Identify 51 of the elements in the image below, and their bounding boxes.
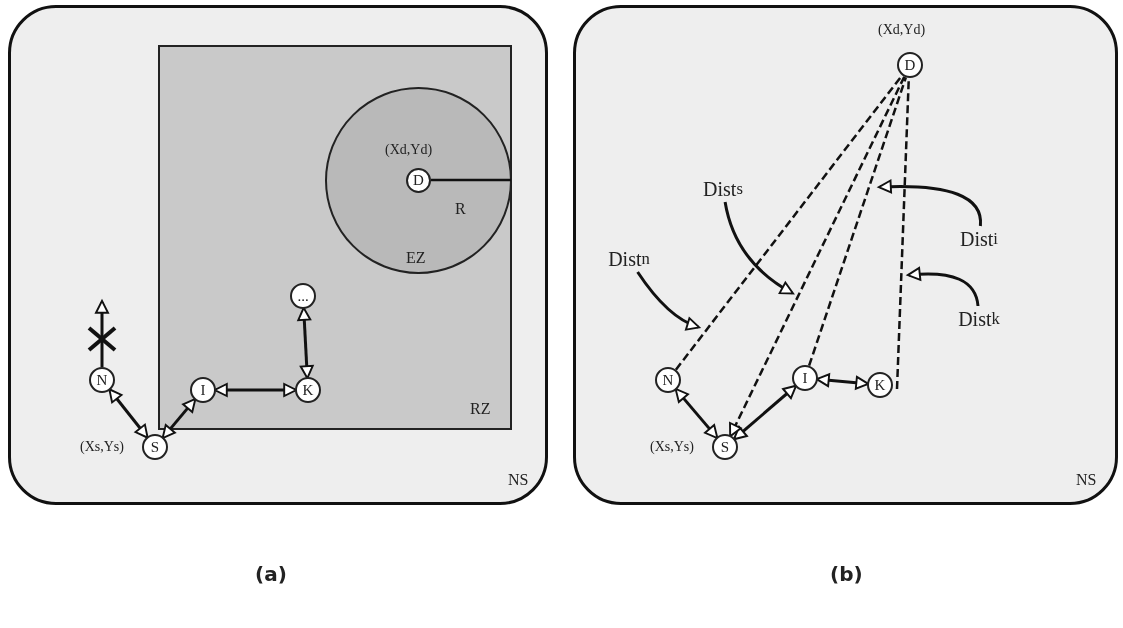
node-label: I [200, 381, 206, 399]
coordinate-label: (Xs,Ys) [650, 439, 694, 455]
node-label: D [904, 56, 916, 74]
node-circle [406, 168, 431, 193]
network-space-panel [573, 5, 1118, 505]
node-label: K [874, 376, 886, 394]
node-circle [897, 52, 923, 78]
arrow [108, 388, 149, 439]
node-label: N [662, 371, 674, 389]
arrow [297, 306, 314, 380]
arrow [815, 373, 870, 390]
node-circle [655, 367, 681, 393]
node-circle [89, 367, 115, 393]
radius-label: R [455, 200, 466, 218]
dashed-line [729, 76, 906, 438]
node-circle [190, 377, 216, 403]
node-label: I [802, 369, 808, 387]
node-label: S [150, 438, 160, 456]
node-label: S [720, 438, 730, 456]
node-circle [142, 434, 168, 460]
zone-label: RZ [470, 400, 491, 418]
node-label: ... [297, 287, 309, 305]
node-label: K [302, 381, 314, 399]
zone-label: NS [508, 471, 529, 489]
leader-line [723, 201, 794, 295]
leader-line [906, 267, 980, 307]
zone-label: EZ [406, 249, 426, 267]
coordinate-label: (Xs,Ys) [80, 439, 124, 455]
dashed-line [807, 76, 908, 367]
arrow [213, 383, 298, 397]
network-space-panel [8, 5, 548, 505]
arrow [732, 384, 798, 441]
arrow [95, 299, 109, 367]
leader-line [877, 179, 982, 226]
panel-caption: (b) [830, 562, 863, 586]
panel-caption: (a) [255, 562, 287, 586]
node-label: N [96, 371, 108, 389]
node-circle [290, 283, 316, 309]
node-circle [792, 365, 818, 391]
coordinate-label: (Xd,Yd) [385, 142, 433, 158]
arrow [161, 398, 197, 439]
node-label: D [413, 172, 424, 189]
leader-line [636, 271, 701, 331]
dashed-line [674, 74, 904, 371]
coordinate-label: (Xd,Yd) [878, 22, 926, 38]
request-zone-rectangle [158, 45, 512, 430]
zone-label: NS [1076, 471, 1097, 489]
node-circle [867, 372, 893, 398]
node-circle [295, 377, 321, 403]
arrow [674, 388, 719, 439]
node-circle [712, 434, 738, 460]
